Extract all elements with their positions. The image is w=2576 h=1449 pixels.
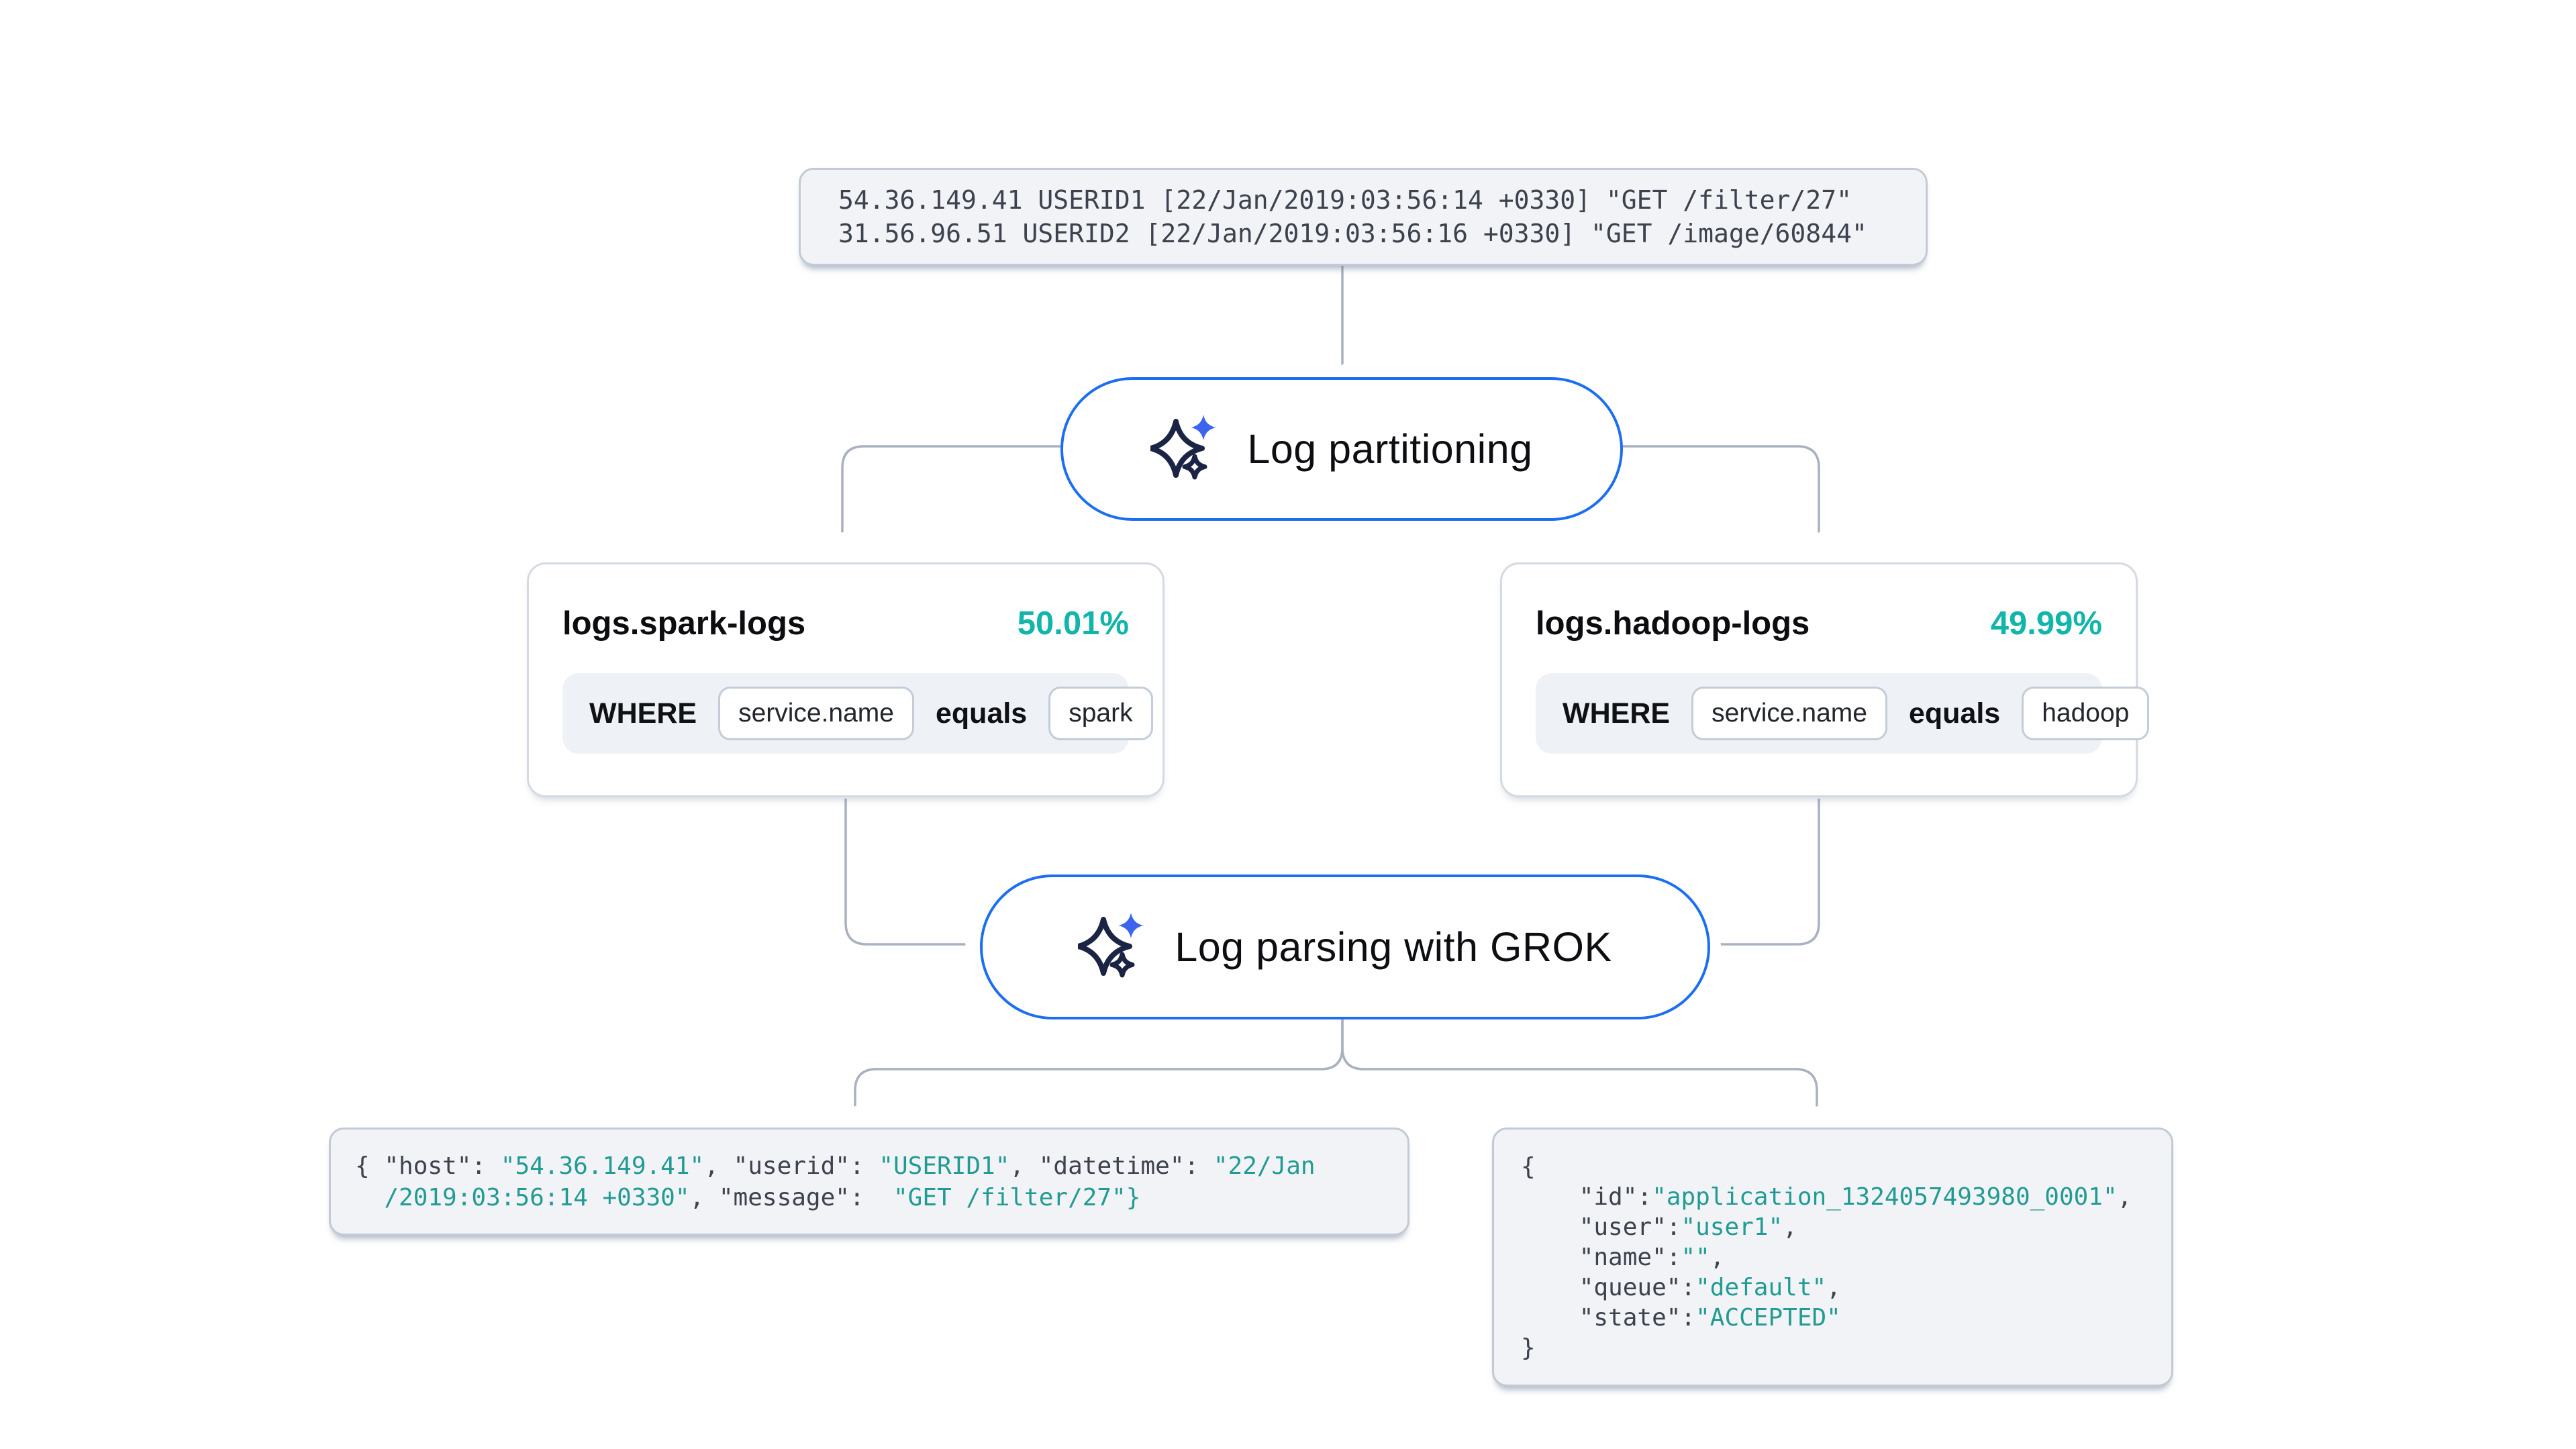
ai-sparkles-icon <box>1150 415 1216 480</box>
field-chip: service.name <box>718 687 914 740</box>
partition-percent: 49.99% <box>1990 605 2102 642</box>
step-log-partitioning: Log partitioning <box>1060 377 1623 521</box>
connector-partitioning-to-hadoop <box>1619 445 1820 532</box>
value-chip: hadoop <box>2022 687 2150 740</box>
source-log-box: 54.36.149.41 USERID1 [22/Jan/2019:03:56:… <box>799 168 1928 266</box>
ai-sparkles-icon <box>1078 913 1144 978</box>
output-json-hadoop-lines: { "id":"application_1324057493980_0001",… <box>1521 1152 2132 1362</box>
partition-percent: 50.01% <box>1017 605 1129 642</box>
where-label: WHERE <box>589 697 697 730</box>
step-log-parsing-grok: Log parsing with GROK <box>980 875 1710 1019</box>
filter-bar: WHERE service.name equals hadoop <box>1536 673 2150 754</box>
operator-label: equals <box>936 697 1028 730</box>
connector-spark-to-grok <box>844 799 965 944</box>
output-json-hadoop: { "id":"application_1324057493980_0001",… <box>1492 1128 2173 1387</box>
connector-hadoop-to-grok <box>1721 799 1820 946</box>
connector-grok-to-output-right <box>1341 1015 1818 1106</box>
partition-card-spark: logs.spark-logs 50.01% WHERE service.nam… <box>527 562 1165 797</box>
field-chip: service.name <box>1691 687 1887 740</box>
partition-title: logs.spark-logs <box>562 605 806 642</box>
step-label: Log partitioning <box>1247 426 1533 472</box>
source-log-lines: 54.36.149.41 USERID1 [22/Jan/2019:03:56:… <box>838 185 1867 248</box>
connector-partitioning-to-spark <box>842 445 1060 532</box>
step-label: Log parsing with GROK <box>1175 924 1612 970</box>
operator-label: equals <box>1909 697 2001 730</box>
connector-grok-to-output-left <box>855 1015 1344 1106</box>
partition-card-hadoop: logs.hadoop-logs 49.99% WHERE service.na… <box>1500 562 2150 797</box>
output-json-spark-lines: { "host": "54.36.149.41", "userid": "USE… <box>355 1152 1316 1211</box>
where-label: WHERE <box>1563 697 1671 730</box>
output-json-spark: { "host": "54.36.149.41", "userid": "USE… <box>329 1128 1409 1236</box>
value-chip: spark <box>1048 687 1153 740</box>
filter-bar: WHERE service.name equals spark <box>562 673 1153 754</box>
partition-title: logs.hadoop-logs <box>1536 605 1810 642</box>
